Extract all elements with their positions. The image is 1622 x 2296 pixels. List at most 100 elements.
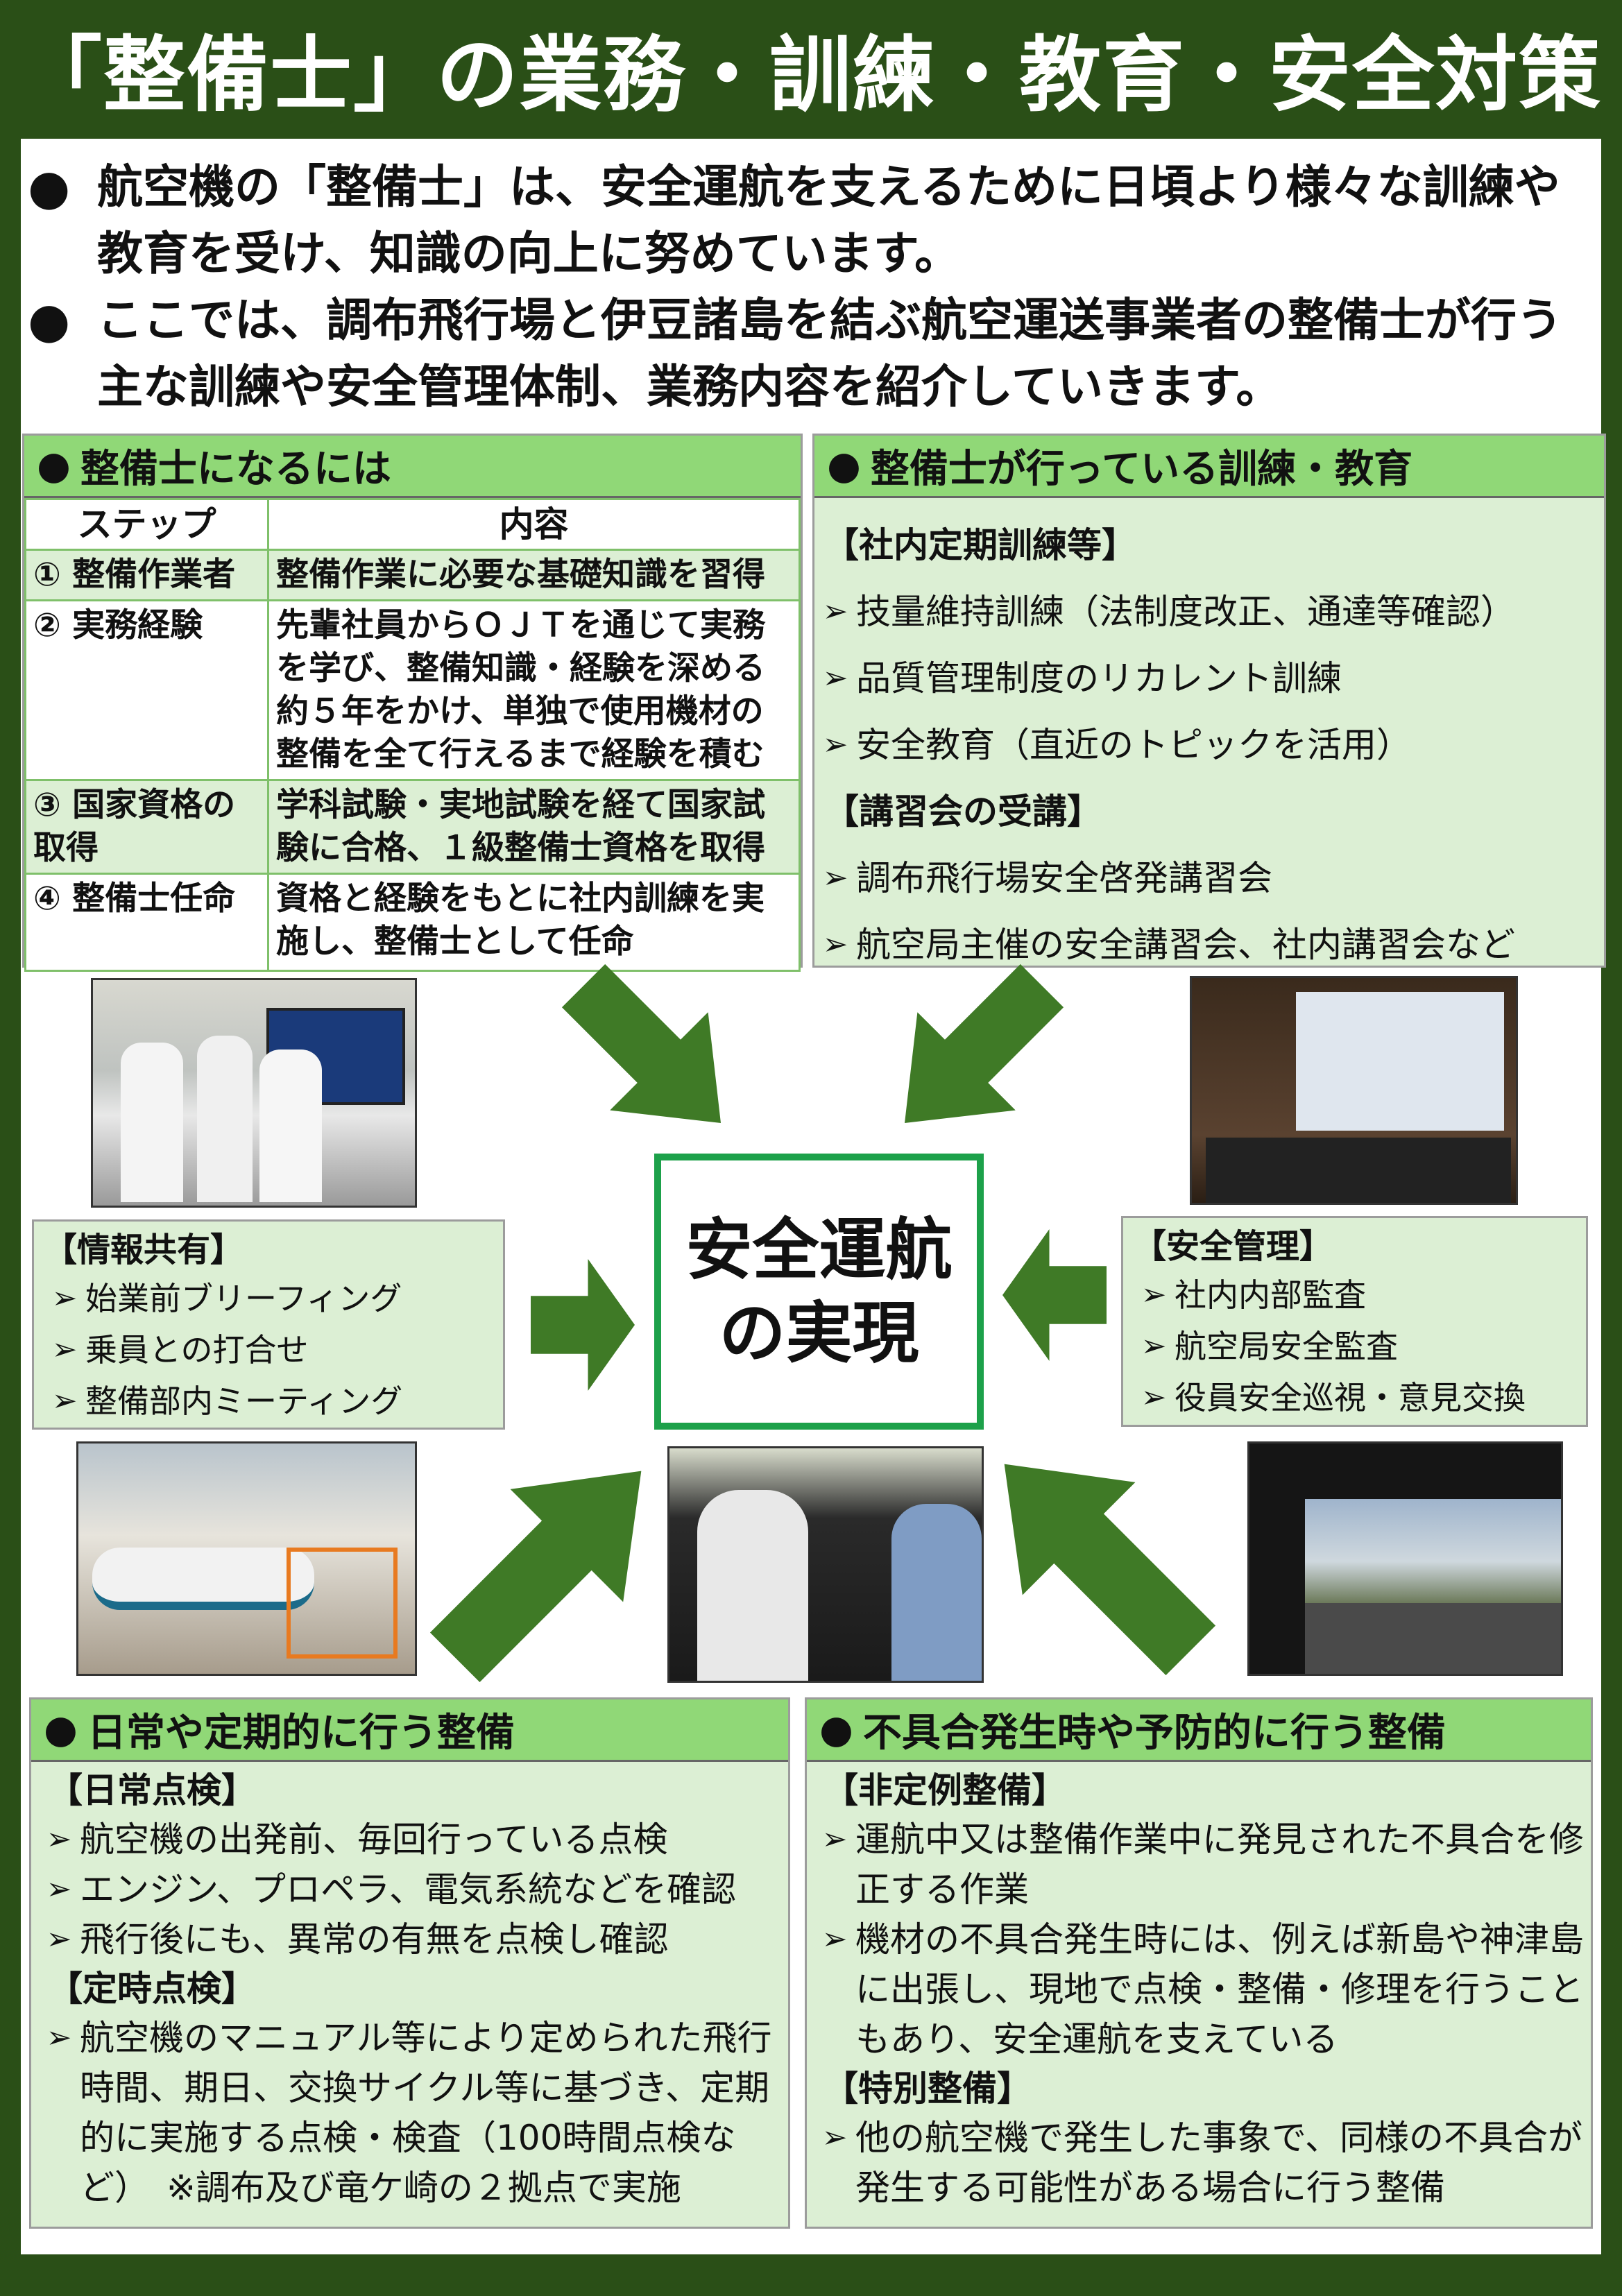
arrow-icon xyxy=(531,1259,635,1391)
list-item: ➢飛行後にも、異常の有無を点検し確認 xyxy=(38,1914,781,1964)
section-title: 【情報共有】 xyxy=(44,1231,244,1269)
item-text: 始業前ブリーフィング xyxy=(85,1280,402,1317)
arrow-bullet-icon: ➢ xyxy=(821,2120,848,2155)
goal-text: 安全運航 xyxy=(685,1211,953,1289)
list-item: ➢品質管理制度のリカレント訓練 xyxy=(814,645,1604,712)
photo-hangar-aircraft xyxy=(76,1441,417,1676)
item-text: 調布飛行場安全啓発講習会 xyxy=(856,858,1272,898)
list-item: ➢始業前ブリーフィング xyxy=(44,1273,493,1324)
item-text: 航空機のマニュアル等により定められた飛行時間、期日、交換サイクル等に基づき、定期… xyxy=(80,2018,772,2208)
panel-title: 整備士が行っている訓練・教育 xyxy=(870,447,1413,492)
list-item: ➢航空機のマニュアル等により定められた飛行時間、期日、交換サイクル等に基づき、定… xyxy=(38,2013,781,2213)
arrow-bullet-icon: ➢ xyxy=(46,1871,72,1907)
list-item: ➢役員安全巡視・意見交換 xyxy=(1133,1372,1576,1423)
become-mechanic-panel: ●整備士になるには ステップ内容 ① 整備作業者整備作業に必要な基礎知識を習得 … xyxy=(22,434,803,972)
section-title: 【社内定期訓練等】 xyxy=(824,525,1136,565)
arrow-bullet-icon: ➢ xyxy=(51,1383,78,1419)
list-item: ➢エンジン、プロペラ、電気系統などを確認 xyxy=(38,1865,781,1914)
safe-operation-goal: 安全運航 の実現 xyxy=(654,1154,984,1430)
panel-header: ●整備士になるには xyxy=(24,436,801,498)
item-text: 機材の不具合発生時には、例えば新島や神津島に出張し、現地で点検・整備・修理を行う… xyxy=(855,1919,1584,2059)
list-item: ➢社内内部監査 xyxy=(1133,1269,1576,1321)
list-item: ➢技量維持訓練（法制度改正、通達等確認） xyxy=(814,579,1604,645)
intro: ● 航空機の「整備士」は、安全運航を支えるために日頃より様々な訓練や教育を受け、知… xyxy=(28,154,1596,420)
arrow-icon xyxy=(398,1414,697,1713)
intro-bullet: ● 航空機の「整備士」は、安全運航を支えるために日頃より様々な訓練や教育を受け、知… xyxy=(28,154,1596,287)
arrow-bullet-icon: ➢ xyxy=(822,727,848,762)
item-text: 乗員との打合せ xyxy=(85,1331,309,1369)
item-text: 航空機の出発前、毎回行っている点検 xyxy=(80,1819,668,1860)
info-sharing-panel: 【情報共有】 ➢始業前ブリーフィング ➢乗員との打合せ ➢整備部内ミーティング xyxy=(32,1219,505,1430)
bullet-icon: ● xyxy=(827,443,861,488)
arrow-bullet-icon: ➢ xyxy=(822,860,848,896)
panel-title: 不具合発生時や予防的に行う整備 xyxy=(862,1711,1446,1756)
bullet-icon: ● xyxy=(37,443,71,488)
routine-maintenance-panel: ●日常や定期的に行う整備 【日常点検】 ➢航空機の出発前、毎回行っている点検 ➢… xyxy=(29,1697,790,2229)
bullet-icon: ● xyxy=(28,292,71,349)
panel-header: ●日常や定期的に行う整備 xyxy=(31,1699,788,1762)
photo-training-session xyxy=(91,978,417,1208)
list-item: ➢機材の不具合発生時には、例えば新島や神津島に出張し、現地で点検・整備・修理を行… xyxy=(814,1914,1584,2064)
intro-bullet: ● ここでは、調布飛行場と伊豆諸島を結ぶ航空運送事業者の整備士が行う主な訓練や安全… xyxy=(28,287,1596,420)
bullet-icon: ● xyxy=(819,1707,853,1752)
content-cell: 先輩社員からＯＪＴを通じて実務を学び、整備知識・経験を深める約５年をかけ、単独で… xyxy=(267,599,801,781)
table-row: ③ 国家資格の取得学科試験・実地試験を経て国家試験に合格、１級整備士資格を取得 xyxy=(24,779,801,875)
list-item: ➢航空機の出発前、毎回行っている点検 xyxy=(38,1815,781,1865)
item-text: 技量維持訓練（法制度改正、通達等確認） xyxy=(856,592,1515,632)
bullet-icon: ● xyxy=(28,159,71,216)
arrow-bullet-icon: ➢ xyxy=(822,927,848,962)
section-title: 【非定例整備】 xyxy=(823,1770,1066,1810)
arrow-bullet-icon: ➢ xyxy=(51,1280,78,1316)
arrow-icon xyxy=(1002,1229,1107,1361)
page-title: 「整備士」の業務・訓練・教育・安全対策 xyxy=(19,27,1602,123)
photo-cockpit xyxy=(667,1446,984,1683)
content-cell: 整備作業に必要な基礎知識を習得 xyxy=(267,549,801,601)
arrow-bullet-icon: ➢ xyxy=(821,1921,848,1957)
list-item: ➢運航中又は整備作業中に発見された不具合を修正する作業 xyxy=(814,1815,1584,1914)
panel-header: ●不具合発生時や予防的に行う整備 xyxy=(807,1699,1591,1762)
item-text: 整備部内ミーティング xyxy=(85,1382,403,1420)
section-title: 【定時点検】 xyxy=(48,1969,256,2009)
arrow-bullet-icon: ➢ xyxy=(1141,1277,1167,1312)
step-cell: ③ 国家資格の取得 xyxy=(24,779,269,875)
arrow-bullet-icon: ➢ xyxy=(1141,1380,1167,1415)
item-text: 社内内部監査 xyxy=(1175,1276,1366,1314)
panel-header: ●整備士が行っている訓練・教育 xyxy=(814,436,1604,498)
arrow-bullet-icon: ➢ xyxy=(51,1332,78,1367)
panel-title: 日常や定期的に行う整備 xyxy=(87,1711,515,1756)
arrow-bullet-icon: ➢ xyxy=(46,1822,72,1857)
item-text: 安全教育（直近のトピックを活用） xyxy=(856,725,1411,765)
intro-text: ここでは、調布飛行場と伊豆諸島を結ぶ航空運送事業者の整備士が行う主な訓練や安全管… xyxy=(97,293,1562,413)
col-header: ステップ xyxy=(24,498,269,551)
intro-text: 航空機の「整備士」は、安全運航を支えるために日頃より様々な訓練や教育を受け、知識… xyxy=(97,160,1560,280)
goal-text: の実現 xyxy=(719,1294,919,1372)
item-text: 他の航空機で発生した事象で、同様の不具合が発生する可能性がある場合に行う整備 xyxy=(855,2118,1582,2208)
list-item: ➢安全教育（直近のトピックを活用） xyxy=(814,712,1604,778)
list-item: ➢航空局安全監査 xyxy=(1133,1321,1576,1372)
content-cell: 資格と経験をもとに社内訓練を実施し、整備士として任命 xyxy=(267,873,801,972)
list-item: ➢乗員との打合せ xyxy=(44,1324,493,1376)
section-title: 【講習会の受講】 xyxy=(824,791,1102,832)
arrow-icon xyxy=(948,1407,1247,1706)
section-title: 【日常点検】 xyxy=(48,1770,256,1810)
arrow-bullet-icon: ➢ xyxy=(822,660,848,696)
item-text: 品質管理制度のリカレント訓練 xyxy=(856,658,1342,699)
arrow-bullet-icon: ➢ xyxy=(1141,1328,1167,1364)
list-item: ➢整備部内ミーティング xyxy=(44,1376,493,1427)
step-cell: ④ 整備士任命 xyxy=(24,873,269,972)
photo-lecture xyxy=(1190,976,1518,1205)
bullet-icon: ● xyxy=(44,1707,78,1752)
photo-hangar-door xyxy=(1247,1441,1563,1676)
item-text: エンジン、プロペラ、電気系統などを確認 xyxy=(80,1869,736,1910)
item-text: 役員安全巡視・意見交換 xyxy=(1175,1379,1526,1416)
list-item: ➢航空局主催の安全講習会、社内講習会など xyxy=(814,911,1604,978)
table-row: ① 整備作業者整備作業に必要な基礎知識を習得 xyxy=(24,549,801,601)
arrow-icon xyxy=(855,936,1091,1172)
arrow-bullet-icon: ➢ xyxy=(822,594,848,629)
item-text: 航空局主催の安全講習会、社内講習会など xyxy=(856,925,1515,965)
list-item: ➢調布飛行場安全啓発講習会 xyxy=(814,845,1604,911)
col-header: 内容 xyxy=(267,498,801,551)
safety-management-panel: 【安全管理】 ➢社内内部監査 ➢航空局安全監査 ➢役員安全巡視・意見交換 xyxy=(1121,1216,1588,1427)
steps-table: ステップ内容 ① 整備作業者整備作業に必要な基礎知識を習得 ② 実務経験先輩社員… xyxy=(24,498,801,972)
content-cell: 学科試験・実地試験を経て国家試験に合格、１級整備士資格を取得 xyxy=(267,779,801,875)
